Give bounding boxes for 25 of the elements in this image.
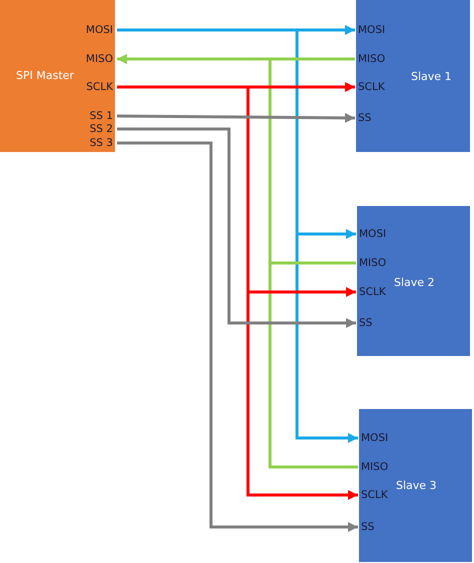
pin-label: SS	[358, 111, 398, 125]
pin-label: MISO	[361, 460, 401, 474]
pin-label: MOSI	[359, 227, 399, 241]
pin-label: SS	[361, 520, 401, 534]
pin-label: MISO	[359, 256, 399, 270]
pin-label: MISO	[358, 52, 398, 66]
slave-block	[357, 206, 470, 356]
slave-block	[359, 409, 472, 562]
signal-arrow	[117, 128, 356, 328]
pin-label: SS 3	[60, 136, 113, 150]
pin-label: SCLK	[60, 80, 113, 94]
pin-label: SS	[359, 316, 399, 330]
pin-label: MOSI	[60, 23, 113, 37]
pin-label: MOSI	[358, 23, 398, 37]
signal-arrow	[116, 112, 356, 123]
pin-label: SS 2	[60, 122, 113, 136]
pin-label: SCLK	[358, 80, 398, 94]
pin-label: MOSI	[361, 431, 401, 445]
pin-label: MISO	[60, 52, 113, 66]
block-label: Slave 1	[411, 70, 452, 83]
signal-arrow	[117, 142, 358, 532]
block-label: SPI Master	[16, 69, 74, 82]
pin-label: SS 1	[60, 109, 113, 123]
slave-block	[356, 0, 470, 152]
master-block	[0, 0, 115, 152]
